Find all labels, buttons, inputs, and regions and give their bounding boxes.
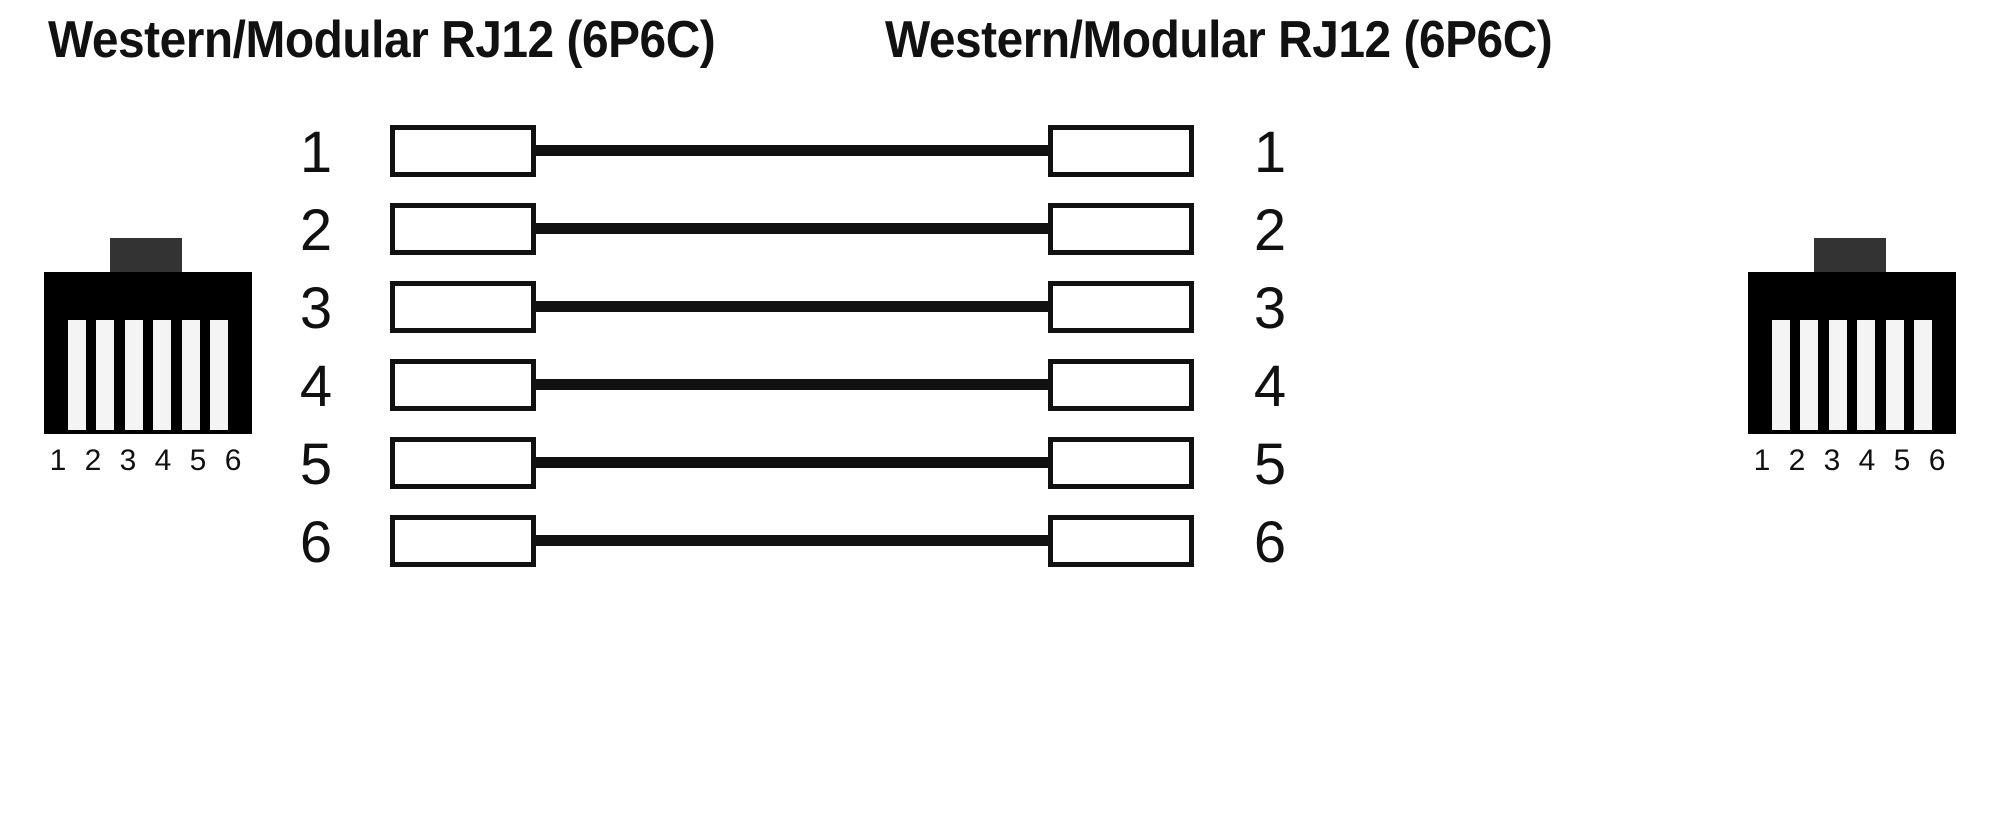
- left-pin-number: 5: [299, 432, 333, 497]
- left-pin-number: 2: [299, 198, 333, 263]
- wire-link: [536, 379, 1052, 390]
- wire-link: [536, 145, 1052, 156]
- right-pin-contact-box: [1048, 437, 1194, 489]
- wire-link: [536, 457, 1052, 468]
- right-pin-contact-box: [1048, 281, 1194, 333]
- jack-pin-2: [96, 320, 115, 430]
- left-pin-number: 3: [299, 276, 333, 341]
- jack-pin-6: [209, 320, 228, 430]
- jack-pin-4: [1857, 320, 1876, 430]
- jack-pin-1: [68, 320, 86, 430]
- rj12-jack-left: 1 2 3 4 5 6: [44, 238, 252, 488]
- right-pin-number: 3: [1253, 276, 1287, 341]
- jack-pin-group-right: [1772, 320, 1932, 430]
- left-pin-number: 1: [299, 120, 333, 185]
- jack-pin-5: [1885, 320, 1904, 430]
- left-pin-contact-box: [390, 125, 536, 177]
- wire-link: [536, 301, 1052, 312]
- right-pin-contact-box: [1048, 125, 1194, 177]
- jack-latch-tab-icon: [1814, 238, 1886, 274]
- left-pin-number: 4: [299, 354, 333, 419]
- right-pin-contact-box: [1048, 515, 1194, 567]
- left-pin-contact-box: [390, 281, 536, 333]
- left-connector-title: Western/Modular RJ12 (6P6C): [48, 11, 716, 69]
- left-pin-contact-box: [390, 515, 536, 567]
- jack-pin-2: [1800, 320, 1819, 430]
- jack-pin-6: [1913, 320, 1932, 430]
- jack-pin-5: [181, 320, 200, 430]
- jack-pin-3: [124, 320, 143, 430]
- wire-link: [536, 535, 1052, 546]
- right-pin-contact-box: [1048, 359, 1194, 411]
- right-connector-title: Western/Modular RJ12 (6P6C): [885, 11, 1553, 69]
- jack-latch-tab-icon: [110, 238, 182, 274]
- jack-pin-group-left: [68, 320, 228, 430]
- rj12-jack-right: 1 2 3 4 5 6: [1748, 238, 1956, 488]
- jack-pin-3: [1828, 320, 1847, 430]
- right-pin-number: 2: [1253, 198, 1287, 263]
- jack-pin-4: [153, 320, 172, 430]
- left-pin-number: 6: [299, 510, 333, 575]
- left-pin-contact-box: [390, 203, 536, 255]
- right-pin-number: 4: [1253, 354, 1287, 419]
- left-pin-contact-box: [390, 437, 536, 489]
- right-pin-contact-box: [1048, 203, 1194, 255]
- jack-pin-caption-left: 1 2 3 4 5 6: [49, 444, 247, 477]
- left-pin-contact-box: [390, 359, 536, 411]
- wire-link: [536, 223, 1052, 234]
- right-pin-number: 5: [1253, 432, 1287, 497]
- jack-pin-caption-right: 1 2 3 4 5 6: [1753, 444, 1951, 477]
- jack-pin-1: [1772, 320, 1790, 430]
- right-pin-number: 6: [1253, 510, 1287, 575]
- right-pin-number: 1: [1253, 120, 1287, 185]
